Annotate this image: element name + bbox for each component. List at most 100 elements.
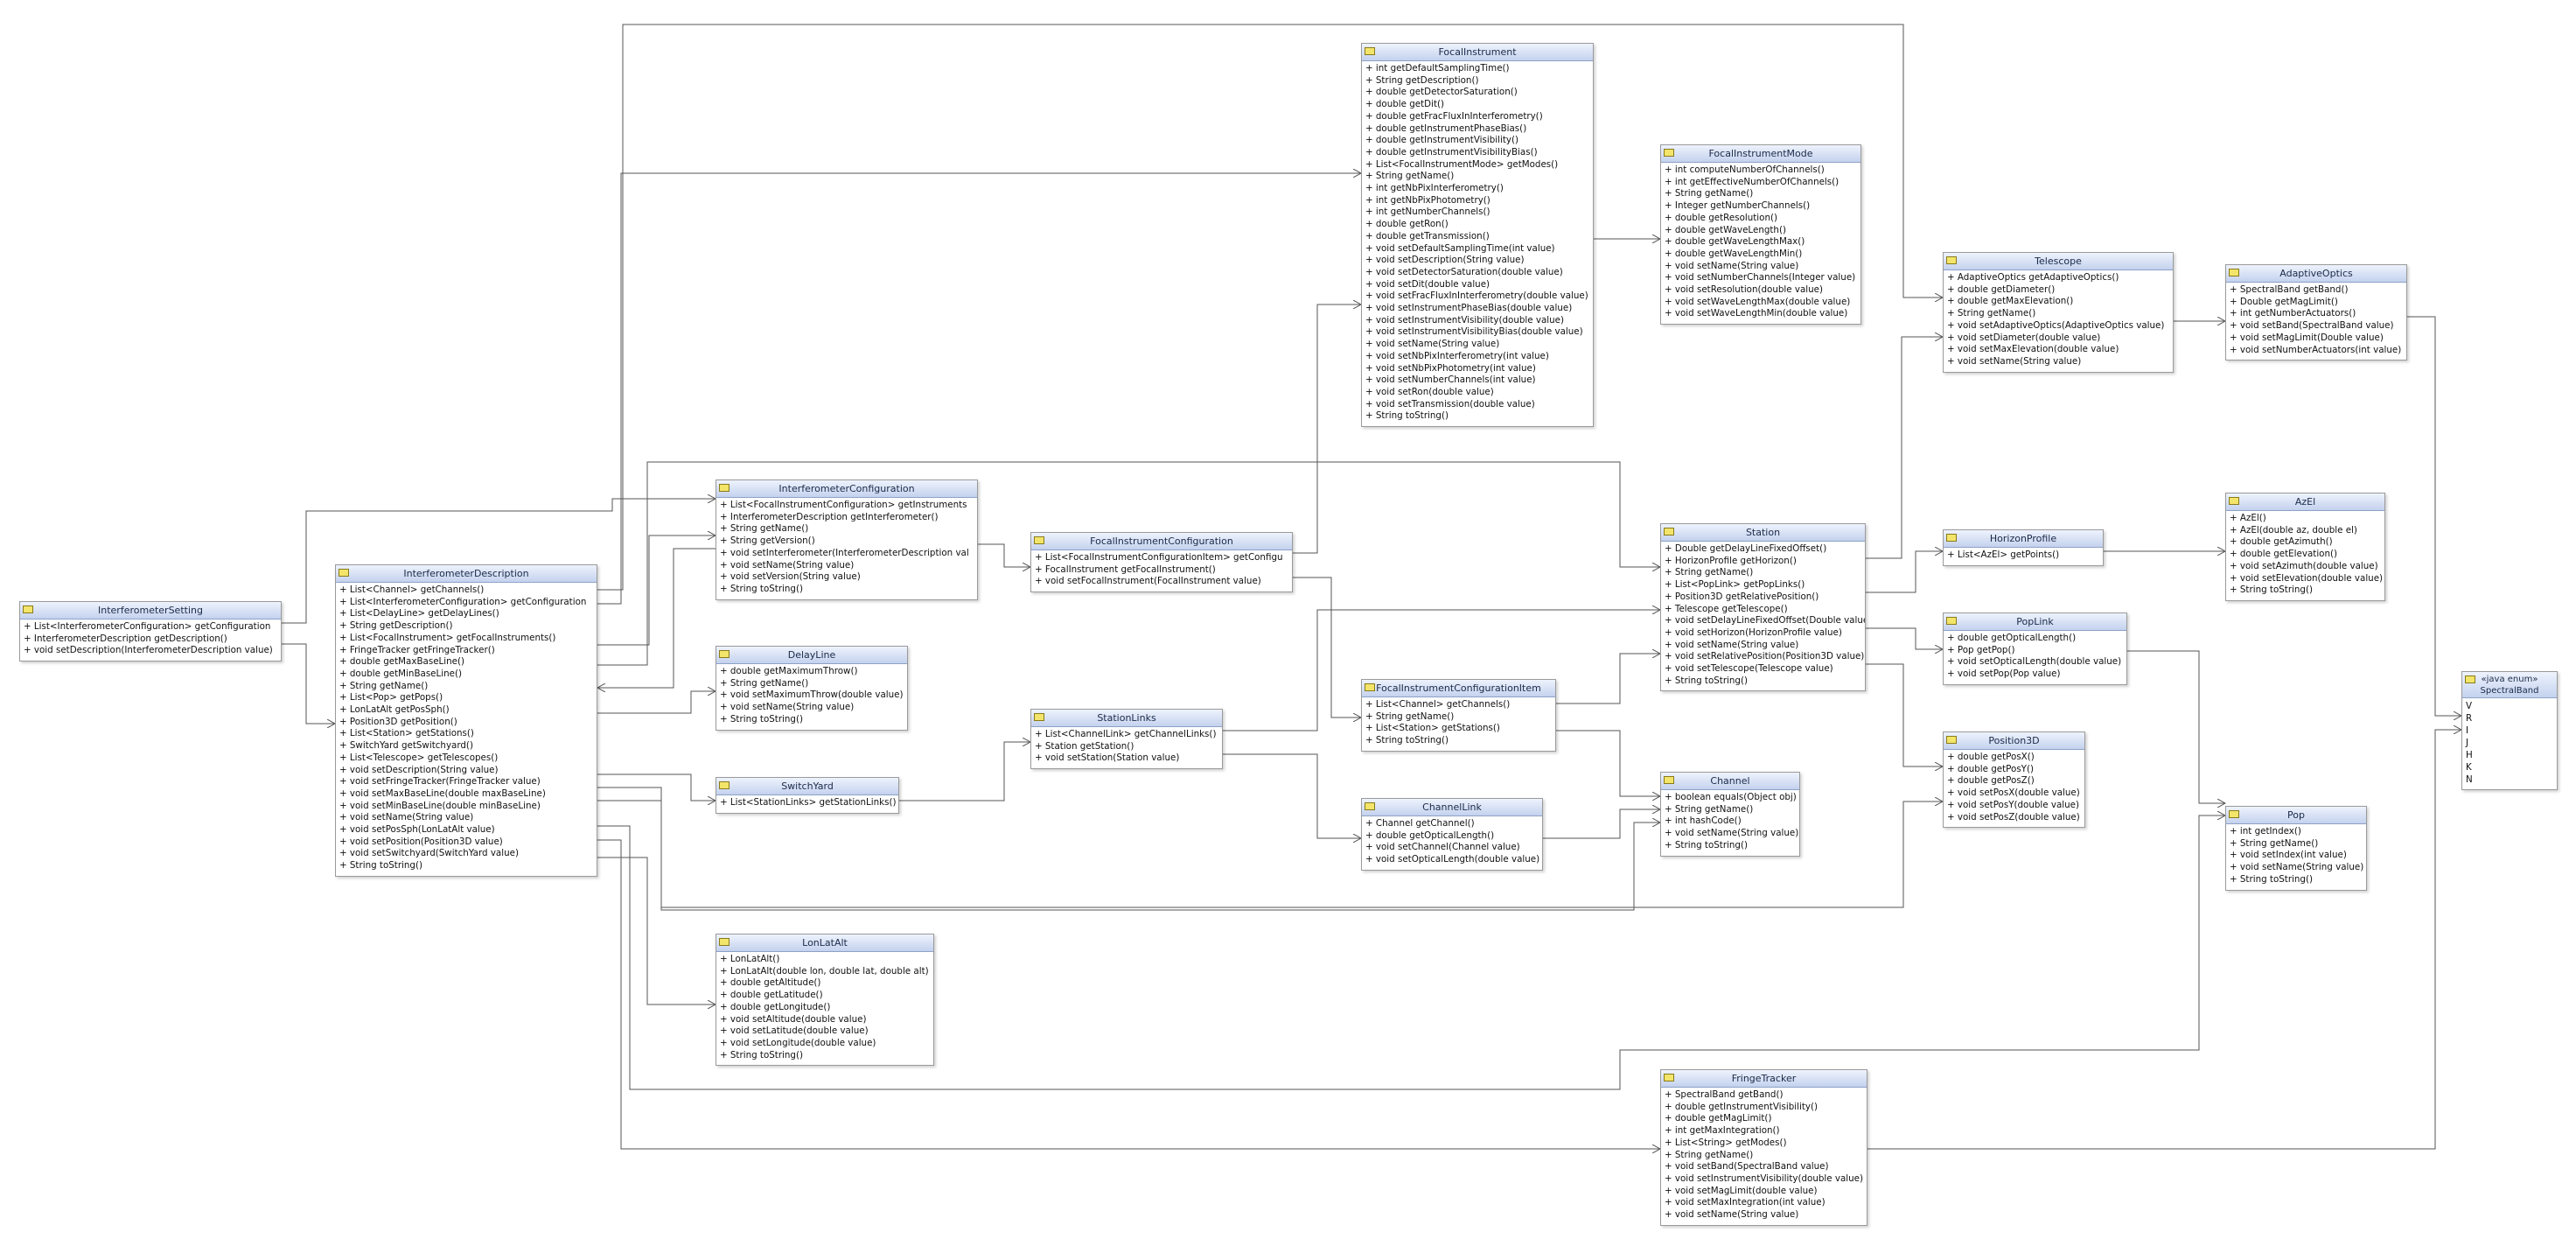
link-item-station — [1556, 654, 1660, 704]
class-channel[interactable]: Channel+ boolean equals(Object obj)+ Str… — [1660, 772, 1800, 857]
operation: + double getMinBaseLine() — [339, 668, 463, 679]
operation: + AdaptiveOptics getAdaptiveOptics() — [1947, 272, 2119, 283]
operation: + int getDefaultSamplingTime() — [1365, 63, 1510, 74]
operation: + void setOpticalLength(double value) — [1365, 854, 1540, 865]
operation: + SwitchYard getSwitchyard() — [339, 740, 473, 752]
operation: + String getVersion() — [720, 536, 815, 547]
operation: + void setFringeTracker(FringeTracker va… — [339, 776, 541, 788]
operation: + void setDelayLineFixedOffset(Double va… — [1665, 615, 1865, 626]
enum-icon — [2465, 676, 2475, 683]
class-header: FocalInstrumentConfigurationItem — [1362, 680, 1555, 697]
class-interferometer-setting[interactable]: InterferometerSetting+ List<Interferomet… — [19, 601, 282, 662]
link-switchyard-stationlinks — [899, 742, 1030, 802]
class-icon — [1365, 683, 1375, 691]
operations-compartment: + List<InterferometerConfiguration> getC… — [20, 620, 281, 661]
class-focal-instrument-configuration-item[interactable]: FocalInstrumentConfigurationItem+ List<C… — [1361, 679, 1556, 752]
class-header: Channel — [1661, 773, 1799, 790]
class-pop-link[interactable]: PopLink + double getOpticalLength()+ Pop … — [1943, 612, 2127, 685]
operation: + double getElevation() — [2230, 549, 2338, 560]
class-header: LonLatAlt — [716, 934, 933, 952]
class-icon — [23, 606, 33, 613]
link-ficonfig-item — [1293, 577, 1361, 718]
class-station-links[interactable]: StationLinks+ List<ChannelLink> getChann… — [1030, 709, 1223, 770]
operation: + double getRon() — [1365, 219, 1449, 230]
class-channel-link[interactable]: ChannelLink+ Channel getChannel()+ doubl… — [1361, 798, 1543, 871]
operation: + void setPosY(double value) — [1947, 799, 2080, 810]
enum-header: «java enum»SpectralBand — [2462, 672, 2557, 698]
operation: + int getNumberChannels() — [1365, 206, 1490, 218]
class-interferometer-description[interactable]: InterferometerDescription+ List<Channel>… — [335, 564, 597, 877]
class-station[interactable]: Station+ Double getDelayLineFixedOffset(… — [1660, 523, 1866, 692]
operation: + double getInstrumentVisibilityBias() — [1365, 146, 1538, 158]
link-description-fringetracker — [597, 839, 1660, 1149]
operation: + List<FocalInstrumentConfiguration> get… — [720, 500, 967, 510]
operations-compartment: + List<Channel> getChannels()+ String ge… — [1362, 697, 1555, 751]
class-interferometer-configuration[interactable]: InterferometerConfiguration + List<FocalI… — [716, 480, 978, 600]
operation: + void setBand(SpectralBand value) — [1665, 1161, 1829, 1172]
operation: + double getAltitude() — [720, 977, 821, 989]
class-header: FringeTracker — [1661, 1070, 1867, 1088]
operation: + Double getMagLimit() — [2230, 296, 2338, 307]
class-header: FocalInstrumentMode — [1661, 145, 1860, 163]
operation: + void setStation(Station value) — [1035, 752, 1180, 764]
class-pop[interactable]: Pop+ int getIndex()+ String getName()+ v… — [2225, 806, 2367, 891]
operation: + void setPop(Pop value) — [1947, 668, 2061, 680]
link-station-position3d — [1866, 663, 1943, 766]
operation: + int getNbPixInterferometry() — [1365, 183, 1504, 194]
operation: + double getOpticalLength() — [1947, 633, 2077, 643]
operation: + List<InterferometerConfiguration> getC… — [24, 621, 271, 632]
class-name: Position3D — [1988, 735, 2040, 746]
operation: + String getName() — [1665, 1149, 1754, 1160]
class-icon — [2229, 810, 2239, 818]
class-adaptive-optics[interactable]: AdaptiveOptics+ SpectralBand getBand()+ … — [2225, 264, 2407, 361]
link-stationlinks-station — [1223, 610, 1660, 732]
class-header: SwitchYard — [716, 778, 898, 795]
class-lon-lat-alt[interactable]: LonLatAlt+ LonLatAlt()+ LonLatAlt(double… — [716, 934, 934, 1067]
operations-compartment: + boolean equals(Object obj)+ String get… — [1661, 790, 1799, 856]
class-name: InterferometerConfiguration — [778, 483, 915, 494]
enum-literal: K — [2466, 762, 2472, 773]
link-description-configuration — [597, 536, 716, 646]
class-header: InterferometerSetting — [20, 602, 281, 620]
class-switch-yard[interactable]: SwitchYard+ List<StationLinks> getStatio… — [716, 777, 899, 814]
operation: + List<FocalInstrumentMode> getModes() — [1365, 158, 1559, 170]
operation: + String getName() — [1665, 567, 1754, 578]
operation: + int getNbPixPhotometry() — [1365, 194, 1490, 206]
operation: + double getMaximumThrow() — [720, 666, 858, 676]
class-focal-instrument[interactable]: FocalInstrument+ int getDefaultSamplingT… — [1361, 43, 1594, 428]
class-focal-instrument-configuration[interactable]: FocalInstrumentConfiguration+ List<Focal… — [1030, 532, 1293, 593]
class-header: Pop — [2226, 807, 2366, 824]
operation: + String toString() — [1665, 675, 1749, 686]
class-fringe-tracker[interactable]: FringeTracker+ SpectralBand getBand()+ d… — [1660, 1069, 1867, 1226]
operation: + String getName() — [1365, 171, 1455, 182]
class-az-el[interactable]: AzEl+ AzEl()+ AzEl(double az, double el)… — [2225, 493, 2385, 601]
link-poplink-pop — [2127, 650, 2225, 803]
operation: + FocalInstrument getFocalInstrument() — [1035, 564, 1216, 575]
operation: + void setIndex(int value) — [2230, 850, 2347, 861]
operation: + void setMaxElevation(double value) — [1947, 344, 2119, 355]
operation: + double getPosX() — [1947, 752, 2035, 762]
operation: + void setLongitude(double value) — [720, 1037, 876, 1048]
class-delay-line[interactable]: DelayLine+ double getMaximumThrow()+ Str… — [716, 646, 908, 731]
operation: + Integer getNumberChannels() — [1665, 200, 1811, 212]
operation: + int getMaxIntegration() — [1665, 1125, 1780, 1137]
link-station-poplink — [1866, 627, 1943, 649]
class-icon — [719, 781, 730, 789]
class-focal-instrument-mode[interactable]: FocalInstrumentMode+ int computeNumberOf… — [1660, 144, 1861, 326]
operation: + void setName(String value) — [1665, 639, 1799, 650]
class-icon — [1946, 736, 1957, 744]
class-position-3d[interactable]: Position3D + double getPosX() + double get… — [1943, 732, 2085, 829]
operation: + double getLatitude() — [720, 990, 823, 1001]
class-name: PopLink — [2016, 616, 2054, 627]
operation: + Position3D getPosition() — [339, 716, 457, 727]
operation: + double getPosZ() — [1947, 775, 2035, 787]
operation: + double getInstrumentVisibility() — [1665, 1101, 1819, 1112]
class-name: FocalInstrumentConfiguration — [1090, 536, 1233, 547]
operation: + List<Station> getStations() — [1365, 723, 1500, 734]
operation: + void setName(String value) — [1947, 355, 2082, 367]
class-horizon-profile[interactable]: HorizonProfile+ List<AzEl> getPoints() — [1943, 529, 2104, 566]
class-telescope[interactable]: Telescope+ AdaptiveOptics getAdaptiveOpt… — [1943, 252, 2174, 373]
operations-compartment: + double getOpticalLength()+ Pop getPop(… — [1944, 631, 2126, 684]
